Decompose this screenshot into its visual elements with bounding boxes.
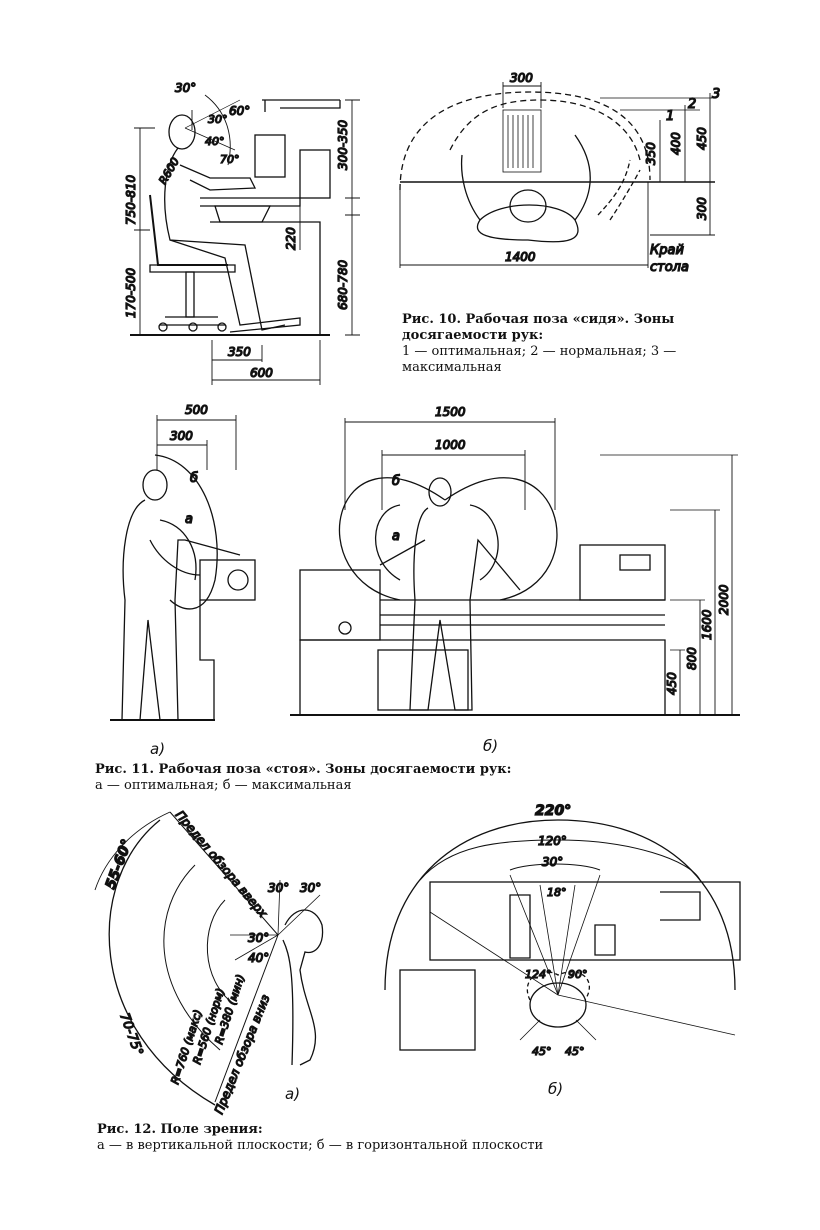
fig11a-zone-a: а	[185, 512, 193, 527]
fig10-right-dim: 350	[644, 142, 658, 165]
fig10-right-dim: 2	[688, 97, 696, 112]
fig10-right-dim: 1	[666, 109, 674, 124]
fig10-right-dim: 450	[695, 127, 709, 150]
fig10-right-dim: 1400	[505, 250, 536, 264]
fig10-left-dim: 600	[250, 366, 273, 380]
fig12a-top-angle: 30°	[268, 881, 289, 895]
fig10-left-dim: 60°	[229, 104, 250, 118]
fig12a-side-angle: 30°	[248, 931, 269, 945]
fig12a-top-angle: 30°	[300, 881, 321, 895]
fig12b-horizontal-view	[384, 819, 741, 1051]
fig10-left-dim: R600	[156, 155, 182, 186]
fig12a-angle-down: 70-75°	[116, 1011, 145, 1058]
fig12a-lower-limit: Предел обзора вниз	[212, 993, 273, 1117]
fig11-caption-title: Рис. 11. Рабочая поза «стоя». Зоны досяг…	[95, 762, 512, 777]
fig11b-dim: 1500	[435, 405, 466, 419]
fig12b-angle: 120°	[538, 834, 567, 848]
fig10-left-dim: 30°	[175, 81, 196, 95]
fig10-left-dim: 40°	[205, 135, 225, 148]
fig11b-lathe	[290, 418, 740, 716]
fig11-caption: Рис. 11. Рабочая поза «стоя». Зоны досяг…	[95, 762, 655, 794]
fig10-caption-legend: 1 — оптимальная; 2 — нормальная; 3 — мак…	[402, 344, 677, 375]
fig12b-angle: 30°	[542, 855, 563, 869]
fig11a-label: а)	[150, 740, 166, 758]
fig12b-angle: 45°	[565, 1045, 585, 1058]
fig10-left-dim: 350	[228, 345, 251, 359]
fig10-left-dim: 170-500	[124, 267, 138, 318]
fig11b-zone-a: а	[392, 529, 400, 544]
fig11b-dim: 1600	[700, 609, 714, 640]
fig12b-angle: 45°	[532, 1045, 552, 1058]
fig10-left-dim: 30°	[208, 113, 228, 126]
fig10-left-dim: 220	[284, 227, 298, 250]
fig12b-angle: 90°	[568, 968, 588, 981]
fig10-left-dim: 70°	[220, 153, 240, 166]
fig10-right-dim: 300	[510, 71, 533, 85]
fig10-caption-title: Рис. 10. Рабочая поза «сидя». Зоны досяг…	[402, 312, 675, 343]
fig12-caption-title: Рис. 12. Поле зрения:	[97, 1122, 263, 1137]
fig11-caption-legend: а — оптимальная; б — максимальная	[95, 778, 352, 793]
fig10-right-dim: 400	[669, 132, 683, 155]
fig11b-dim: 2000	[717, 584, 731, 615]
fig11b-dim: 1000	[435, 438, 466, 452]
fig10-edge-label: Край	[650, 243, 684, 258]
fig12-caption: Рис. 12. Поле зрения: а — в вертикальной…	[97, 1122, 657, 1154]
fig12b-angle: 18°	[547, 886, 567, 899]
fig12b-angle: 220°	[535, 803, 571, 819]
fig10-left-dim: 300-350	[336, 119, 350, 170]
fig11a-zone-b: б	[190, 471, 198, 486]
fig11a-dim: 500	[185, 403, 208, 417]
fig11b-zone-b: б	[392, 474, 400, 489]
fig12a-vertical-view	[94, 811, 324, 1106]
fig12a-label: а)	[285, 1085, 301, 1103]
fig11b-label: б)	[483, 737, 499, 755]
fig12a-side-angle: 40°	[248, 951, 269, 965]
fig10-left-dim: 750-810	[124, 174, 138, 225]
fig10-seated-side-view	[130, 94, 360, 385]
fig10-right-dim: 3	[712, 87, 720, 102]
fig10-right-dim: 300	[695, 197, 709, 220]
fig12-caption-legend: а — в вертикальной плоскости; б — в гори…	[97, 1138, 544, 1153]
fig11a-standing-side	[110, 415, 256, 721]
fig12b-angle: 124°	[525, 968, 552, 981]
fig10-caption: Рис. 10. Рабочая поза «сидя». Зоны досяг…	[402, 312, 718, 376]
fig12b-label: б)	[548, 1080, 564, 1098]
fig10-left-dim: 680-780	[336, 259, 350, 310]
fig11b-dim: 800	[685, 647, 699, 670]
fig10-edge-label: стола	[650, 260, 689, 275]
fig11a-dim: 300	[170, 429, 193, 443]
fig10-top-view	[399, 82, 715, 268]
fig11b-dim: 450	[665, 672, 679, 695]
